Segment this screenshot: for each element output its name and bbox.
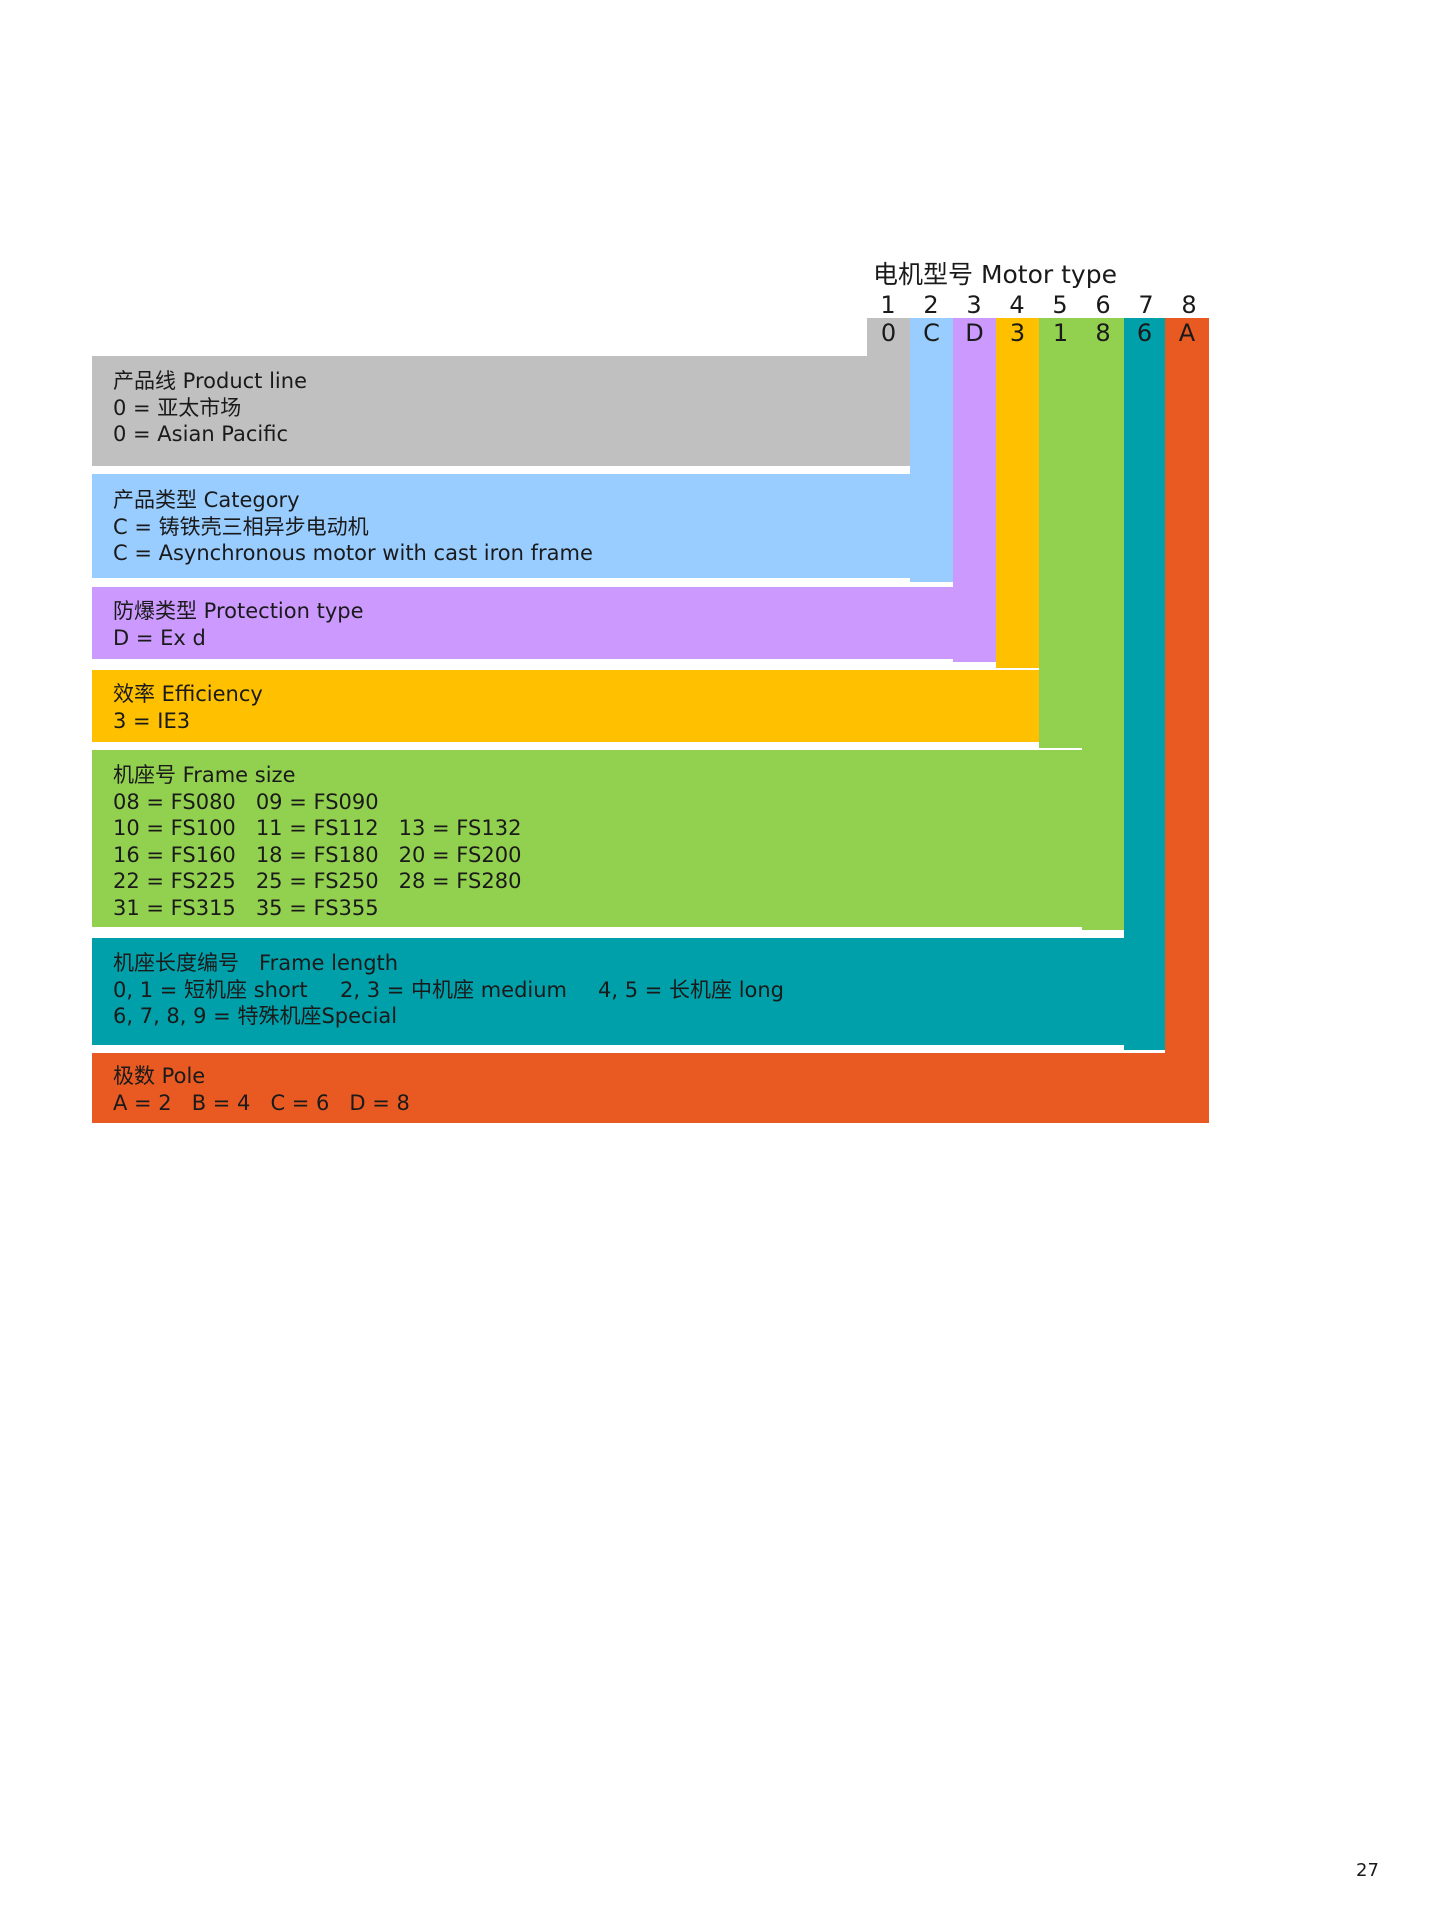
code-character: 3 [1009, 319, 1026, 347]
column-frame-length [1124, 318, 1165, 1050]
code-character: D [965, 319, 984, 347]
band-pole: 极数 Pole A = 2 B = 4 C = 6 D = 8 [92, 1053, 1209, 1123]
position-number: 4 [1009, 291, 1025, 319]
band-frame-length: 机座长度编号 Frame length 0, 1 = 短机座 short 2, 3… [92, 938, 1165, 1045]
position-number: 8 [1181, 291, 1197, 319]
band-heading: 产品类型 Category [113, 488, 300, 512]
page-number: 27 [1356, 1860, 1379, 1881]
band-text-line: 22 = FS225 25 = FS250 28 = FS280 [113, 869, 522, 893]
band-text-line: 3 = IE3 [113, 708, 191, 733]
band-text-item: 0, 1 = 短机座 short [113, 977, 308, 1002]
code-character: A [1178, 319, 1196, 347]
band-frame-size: 机座号 Frame size 08 = FS080 09 = FS090 10 … [92, 750, 1124, 927]
band-heading: 效率 Efficiency [113, 682, 263, 706]
position-number: 7 [1138, 291, 1154, 319]
code-character: 0 [880, 319, 897, 347]
band-text-item: 2, 3 = 中机座 medium [340, 977, 568, 1002]
band-heading: 机座长度编号 Frame length [113, 951, 399, 975]
band-heading: 防爆类型 Protection type [113, 599, 364, 623]
band-text-line: 16 = FS160 18 = FS180 20 = FS200 [113, 842, 522, 867]
band-text-line: D = Ex d [113, 625, 206, 650]
diagram-title: 电机型号 Motor type [873, 260, 1117, 289]
band-text-line: 08 = FS080 09 = FS090 [113, 789, 379, 814]
code-character: C [923, 319, 940, 347]
band-text-line: C = Asynchronous motor with cast iron fr… [113, 541, 593, 565]
band-text-line: 10 = FS100 11 = FS112 13 = FS132 [113, 816, 522, 840]
band-efficiency: 效率 Efficiency 3 = IE3 [92, 670, 1039, 742]
position-number: 2 [923, 291, 939, 319]
band-text-line: A = 2 B = 4 C = 6 D = 8 [113, 1090, 410, 1115]
band-text-line: 6, 7, 8, 9 = 特殊机座Special [113, 1004, 398, 1028]
code-character: 8 [1095, 319, 1111, 347]
position-number: 1 [880, 291, 896, 319]
band-text-line: 0 = Asian Pacific [113, 422, 289, 446]
band-text-item: 4, 5 = 长机座 long [598, 977, 785, 1002]
position-number: 3 [966, 291, 982, 319]
code-character: 1 [1052, 319, 1069, 347]
column-frame-size-1 [1039, 318, 1082, 748]
band-text-row: 0, 1 = 短机座 short 2, 3 = 中机座 medium 4, 5 = … [113, 977, 1165, 1004]
column-efficiency [996, 318, 1039, 668]
band-text-line: C = 铸铁壳三相异步电动机 [113, 514, 369, 539]
band-heading: 产品线 Product line [113, 369, 307, 393]
band-protection: 防爆类型 Protection type D = Ex d [92, 587, 996, 659]
code-character: 6 [1136, 319, 1153, 347]
column-pole [1165, 318, 1209, 1123]
position-number: 6 [1095, 291, 1111, 319]
band-text-line: 0 = 亚太市场 [113, 395, 242, 420]
band-category: 产品类型 Category C = 铸铁壳三相异步电动机 C = Asynchr… [92, 474, 953, 578]
band-heading: 机座号 Frame size [113, 763, 296, 787]
band-product-line: 产品线 Product line 0 = 亚太市场 0 = Asian Paci… [92, 356, 910, 466]
band-heading: 极数 Pole [113, 1064, 206, 1088]
band-text-line: 31 = FS315 35 = FS355 [113, 895, 379, 920]
position-number: 5 [1052, 291, 1068, 319]
